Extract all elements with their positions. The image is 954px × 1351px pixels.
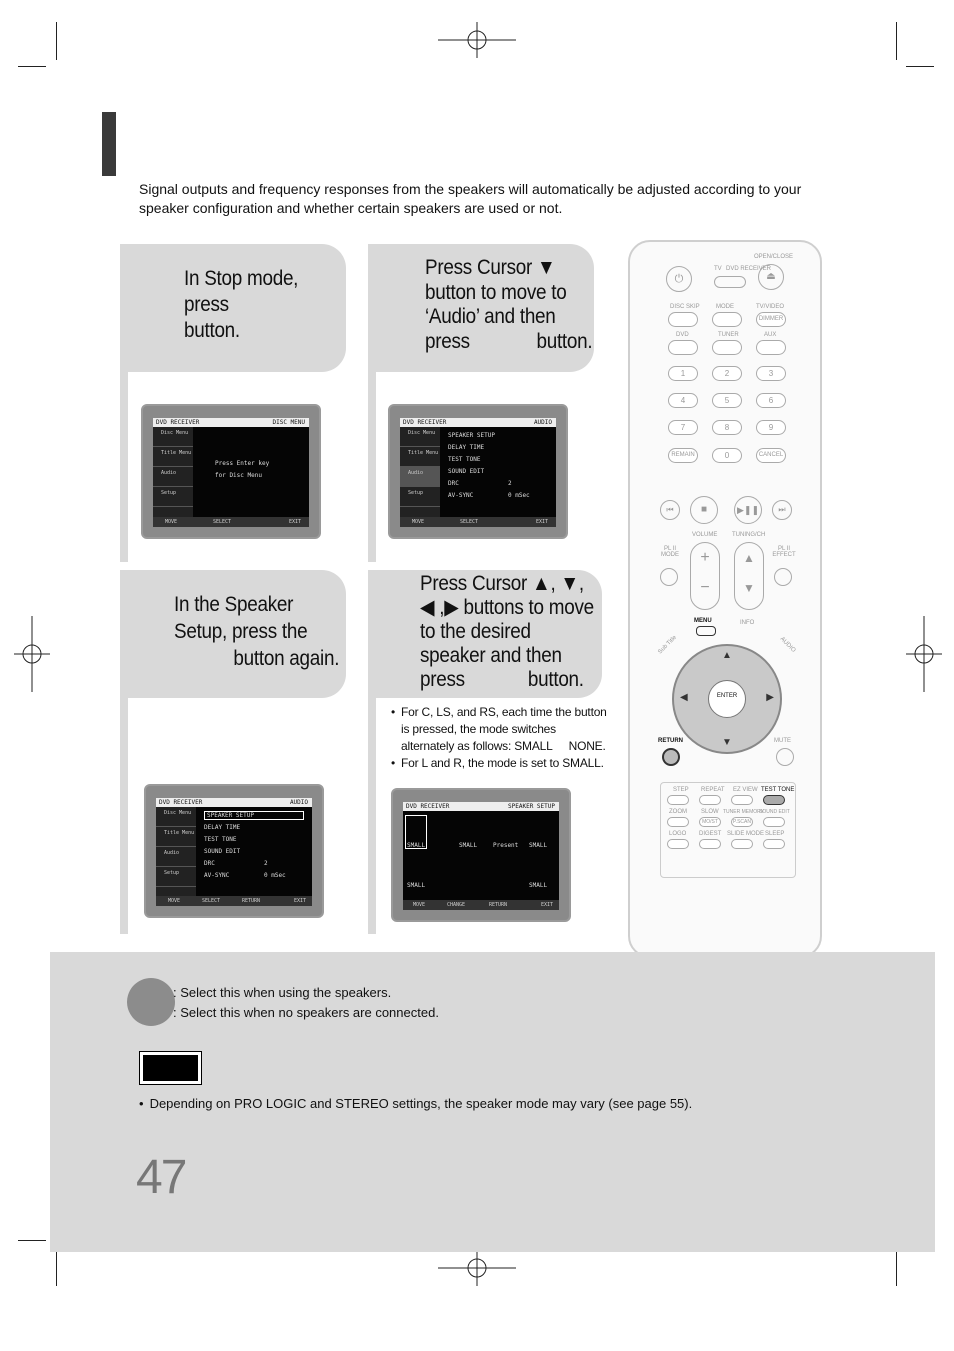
cancel-button[interactable]: CANCEL xyxy=(756,448,786,463)
step-4-notes: For C, LS, and RS, each time the button … xyxy=(391,704,609,772)
down-arrow-icon[interactable]: ▼ xyxy=(722,737,732,748)
page-number: 47 xyxy=(136,1151,187,1204)
p-scan-button[interactable]: P.SCAN xyxy=(731,817,753,827)
digit-button[interactable]: 2 xyxy=(712,366,742,381)
open-close-button[interactable]: ⏏ xyxy=(758,264,784,290)
remote-control: OPEN/CLOSE TV DVD RECEIVER ⏻ ⏏ DISC SKIP… xyxy=(628,240,822,958)
power-button[interactable]: ⏻ xyxy=(666,266,692,292)
title-marker xyxy=(102,112,116,176)
crop-mark xyxy=(896,1250,897,1286)
enter-button[interactable]: ENTER xyxy=(708,680,746,718)
return-button[interactable] xyxy=(662,748,680,766)
crop-mark xyxy=(56,1250,57,1286)
step-1-box xyxy=(120,244,346,372)
digit-button[interactable]: 1 xyxy=(668,366,698,381)
ez-view-button[interactable] xyxy=(731,795,753,805)
direction-pad[interactable]: ▲ ▼ ◀ ▶ ENTER xyxy=(672,644,782,754)
slide-mode-button[interactable] xyxy=(731,839,753,849)
skip-forward-button[interactable]: ⏭ xyxy=(772,500,792,520)
remain-button[interactable]: REMAIN xyxy=(668,448,698,463)
pl2-mode-button[interactable] xyxy=(660,568,678,586)
repeat-button[interactable] xyxy=(699,795,721,805)
digit-button[interactable]: 9 xyxy=(756,420,786,435)
digit-button[interactable]: 8 xyxy=(712,420,742,435)
registration-mark-icon xyxy=(438,22,516,58)
intro-text: Signal outputs and frequency responses f… xyxy=(139,181,802,216)
step-2-box xyxy=(368,244,594,372)
play-pause-button[interactable]: ▶❚❚ xyxy=(734,496,762,524)
left-arrow-icon[interactable]: ◀ xyxy=(680,692,688,703)
logo-button[interactable] xyxy=(667,839,689,849)
volume-rocker[interactable]: +− xyxy=(690,542,720,610)
step-2-line xyxy=(368,372,376,562)
sound-edit-button[interactable] xyxy=(763,817,785,827)
function-grid: STEP REPEAT EZ VIEW TEST TONE ZOOM SLOW … xyxy=(660,782,796,878)
step-button[interactable] xyxy=(667,795,689,805)
crop-mark xyxy=(896,22,897,60)
right-arrow-icon[interactable]: ▶ xyxy=(766,692,774,703)
dimmer-button[interactable]: DIMMER xyxy=(756,312,786,327)
step-1-line xyxy=(120,372,128,562)
digit-button[interactable]: 3 xyxy=(756,366,786,381)
mode-button[interactable] xyxy=(712,312,742,327)
mute-button[interactable] xyxy=(776,748,794,766)
mode-descriptions: : Select this when using the speakers. :… xyxy=(173,985,439,1020)
sleep-button[interactable] xyxy=(763,839,785,849)
digit-button[interactable]: 7 xyxy=(668,420,698,435)
digit-button[interactable]: 0 xyxy=(712,448,742,463)
menu-button[interactable] xyxy=(696,626,716,636)
up-arrow-icon[interactable]: ▲ xyxy=(722,650,732,661)
mode-marker-circle xyxy=(127,978,175,1026)
aux-button[interactable] xyxy=(756,340,786,355)
pl2-effect-button[interactable] xyxy=(774,568,792,586)
step-4-line xyxy=(368,698,376,934)
registration-mark-icon xyxy=(906,616,942,692)
dvd-button[interactable] xyxy=(668,340,698,355)
registration-mark-icon xyxy=(14,616,50,692)
note-item: For L and R, the mode is set to SMALL. xyxy=(391,755,609,772)
crop-mark xyxy=(906,66,934,67)
speaker-highlight xyxy=(405,815,427,849)
step-3-line xyxy=(120,698,128,934)
crop-mark xyxy=(56,22,57,60)
crop-mark xyxy=(18,1240,46,1241)
skip-back-button[interactable]: ⏮ xyxy=(660,500,680,520)
zoom-button[interactable] xyxy=(667,817,689,827)
tuner-button[interactable] xyxy=(712,340,742,355)
digit-button[interactable]: 6 xyxy=(756,393,786,408)
step-3-box xyxy=(120,570,346,698)
tv-dvd-switch[interactable] xyxy=(714,276,746,288)
note-label-box xyxy=(139,1051,202,1085)
digest-button[interactable] xyxy=(699,839,721,849)
stop-button[interactable]: ■ xyxy=(690,496,718,524)
test-tone-button[interactable] xyxy=(763,795,785,805)
bottom-note: •Depending on PRO LOGIC and STEREO setti… xyxy=(139,1096,693,1111)
digit-button[interactable]: 5 xyxy=(712,393,742,408)
crop-mark xyxy=(18,66,46,67)
disc-skip-button[interactable] xyxy=(668,312,698,327)
tuning-rocker[interactable]: ▲▼ xyxy=(734,542,764,610)
note-item: For C, LS, and RS, each time the button xyxy=(391,704,609,721)
step-4-box xyxy=(368,570,602,698)
digit-button[interactable]: 4 xyxy=(668,393,698,408)
info-panel xyxy=(50,952,935,1252)
registration-mark-icon xyxy=(438,1250,516,1286)
step-2-text: Press Cursor ▼button to move to‘Audio’ a… xyxy=(425,256,593,353)
mo-st-button[interactable]: MO/ST xyxy=(699,817,721,827)
